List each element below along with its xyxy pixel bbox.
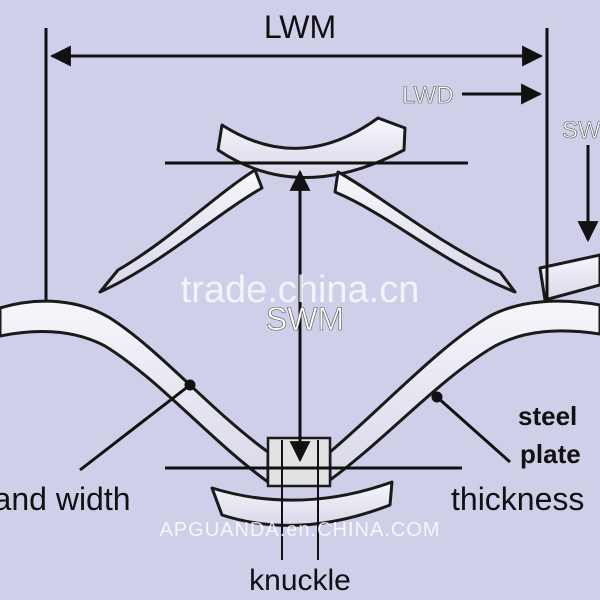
- watermark-center: trade.china.cn: [181, 269, 420, 311]
- label-lwd: LWD: [402, 82, 454, 109]
- upper-right-strand: [333, 170, 517, 294]
- dimension-lines: [44, 28, 599, 560]
- label-swm: SWM: [266, 301, 344, 337]
- label-swd: SWD: [562, 117, 600, 144]
- watermark-bottom: APGUANDA.en.CHINA.COM: [159, 519, 440, 541]
- thickness-leader: [436, 395, 511, 464]
- label-plate: plate: [520, 439, 581, 469]
- label-strand-width: strand width: [0, 481, 131, 517]
- left-lower-strand: [0, 299, 270, 484]
- label-steel: steel: [518, 401, 577, 431]
- label-knuckle: knuckle: [249, 564, 351, 597]
- label-lwm: LWM: [264, 9, 336, 45]
- label-thickness: thickness: [451, 481, 584, 517]
- top-arc-strand: [216, 116, 407, 179]
- bottom-arc-strand: [210, 480, 394, 527]
- thickness-leader-dot: [431, 391, 443, 403]
- upper-left-strand: [98, 168, 264, 294]
- right-edge-strand: [538, 253, 600, 302]
- strand-width-leader-dot: [184, 379, 196, 391]
- strand-width-leader: [79, 383, 191, 472]
- mesh-strands: [0, 116, 600, 527]
